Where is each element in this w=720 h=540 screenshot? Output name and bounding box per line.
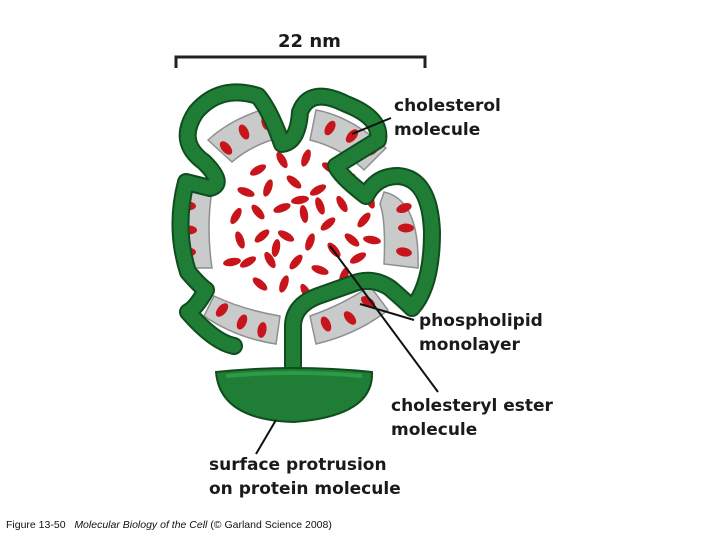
cholesteryl-ester-molecule <box>289 254 303 270</box>
cholesteryl-ester-molecule <box>251 204 265 220</box>
leader-cholesterol <box>351 117 392 135</box>
cholesterol-molecule <box>219 141 233 155</box>
caption-book-title: Molecular Biology of the Cell <box>74 519 208 531</box>
cholesterol-molecule <box>396 202 412 214</box>
cholesteryl-ester-molecule <box>223 257 241 267</box>
label-surface-protrusion: surface protrusion on protein molecule <box>209 453 401 501</box>
label-phospholipid-monolayer: phospholipid monolayer <box>419 309 543 357</box>
cholesteryl-ester-molecule <box>320 217 336 231</box>
label-cholesteryl-ester-molecule: cholesteryl ester molecule <box>391 394 553 442</box>
label-line: cholesterol <box>394 96 501 116</box>
cholesterol-molecule <box>396 247 412 257</box>
cholesteryl-ester-molecule <box>263 179 273 197</box>
scale-bar <box>174 55 427 68</box>
cholesteryl-ester-molecule <box>311 265 329 275</box>
label-line: molecule <box>391 420 478 440</box>
leader-lines <box>255 117 439 455</box>
cholesteryl-ester-molecule <box>276 151 288 169</box>
cholesterol-molecule <box>343 311 357 325</box>
cholesteryl-ester-molecule <box>279 275 289 293</box>
leader-phospholipid <box>359 303 415 321</box>
cholesteryl-ester-molecule <box>237 187 255 197</box>
cholesterol-molecule <box>238 124 250 140</box>
cholesteryl-ester-molecule <box>252 277 268 291</box>
leader-surface-protrusion <box>255 419 277 455</box>
cholesteryl-ester-molecule <box>286 175 302 189</box>
cholesteryl-ester-molecule <box>239 256 257 268</box>
cholesterol-molecule <box>398 223 414 233</box>
cholesteryl-ester-molecule <box>336 195 348 213</box>
cholesteryl-ester-molecule <box>315 197 325 215</box>
cholesteryl-ester-molecule <box>271 239 281 257</box>
cholesteryl-ester-molecule <box>299 205 309 223</box>
scale-bar-label: 22 nm <box>278 31 341 52</box>
cholesteryl-ester-molecule <box>344 233 360 247</box>
label-line: phospholipid <box>419 311 543 331</box>
figure-caption: Figure 13-50 Molecular Biology of the Ce… <box>6 519 332 531</box>
label-line: cholesteryl ester <box>391 396 553 416</box>
cholesteryl-ester-molecule <box>254 229 270 243</box>
leader-cholesteryl-ester <box>329 245 439 393</box>
cholesteryl-ester-molecule <box>349 252 367 264</box>
label-line: molecule <box>394 120 481 140</box>
cholesteryl-ester-molecule <box>264 251 276 269</box>
cholesteryl-ester-molecule <box>363 235 381 245</box>
label-line: surface protrusion <box>209 455 387 475</box>
protein-strand <box>171 83 441 379</box>
cholesterol-molecule <box>324 120 336 136</box>
cholesteryl-ester-molecule <box>249 164 267 176</box>
cholesteryl-ester-molecule <box>301 149 311 167</box>
caption-credit: (© Garland Science 2008) <box>210 519 332 531</box>
cholesterol-molecule <box>215 303 229 317</box>
label-line: monolayer <box>419 335 520 355</box>
cholesterol-molecule <box>320 316 332 332</box>
cholesteryl-ester-molecule <box>230 207 242 225</box>
cholesterol-molecule <box>257 322 267 338</box>
cholesteryl-ester-molecule <box>291 195 309 205</box>
label-line: on protein molecule <box>209 479 401 499</box>
cholesteryl-ester-molecule <box>357 212 371 228</box>
label-cholesterol-molecule: cholesterol molecule <box>394 94 501 142</box>
caption-figure-number: Figure 13-50 <box>6 519 66 531</box>
cholesteryl-ester-molecule <box>309 184 327 196</box>
surface-protrusion <box>214 367 374 424</box>
cholesteryl-ester-molecule <box>235 231 245 249</box>
cholesteryl-ester-molecule <box>273 203 291 213</box>
cholesteryl-ester-molecule <box>277 230 295 242</box>
cholesterol-molecule <box>236 314 248 330</box>
cholesteryl-ester-molecule <box>305 233 315 251</box>
